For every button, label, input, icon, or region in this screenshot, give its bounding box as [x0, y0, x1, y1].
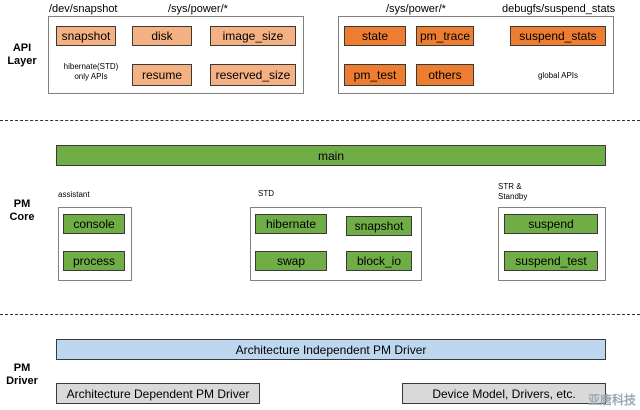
- api-state-box: state: [344, 26, 406, 46]
- device-model-drivers-box: Device Model, Drivers, etc.: [402, 383, 606, 404]
- api-resume-box: resume: [132, 64, 192, 86]
- api-reserved-size-box: reserved_size: [210, 64, 296, 86]
- pm-driver-label: PM Driver: [6, 362, 38, 387]
- core-suspend-box: suspend: [504, 214, 598, 234]
- arch-dependent-driver-box: Architecture Dependent PM Driver: [56, 383, 260, 404]
- arch-independent-driver-box: Architecture Independent PM Driver: [56, 339, 606, 360]
- core-console-box: console: [63, 214, 125, 234]
- api-image-size-box: image_size: [210, 26, 296, 46]
- core-process-box: process: [63, 251, 125, 271]
- hibernate-only-note: hibernate(STD) only APIs: [63, 62, 119, 81]
- dev-snapshot-header: /dev/snapshot: [49, 3, 118, 15]
- core-main-box: main: [56, 145, 606, 166]
- api-suspend-stats-box: suspend_stats: [510, 26, 606, 46]
- api-pm-trace-box: pm_trace: [416, 26, 474, 46]
- core-swap-box: swap: [255, 251, 327, 271]
- core-driver-divider: [0, 314, 640, 315]
- api-core-divider: [0, 120, 640, 121]
- debugfs-header: debugfs/suspend_stats: [502, 3, 616, 15]
- core-block-io-box: block_io: [346, 251, 412, 271]
- api-disk-box: disk: [132, 26, 192, 46]
- core-suspend-test-box: suspend_test: [504, 251, 598, 271]
- api-others-box: others: [416, 64, 474, 86]
- watermark-logo: 亚唐科技: [587, 393, 636, 407]
- std-header: STD: [258, 189, 274, 198]
- global-apis-note: global APIs: [537, 71, 579, 80]
- sys-power-header-left: /sys/power/*: [168, 3, 228, 15]
- api-pm-test-box: pm_test: [344, 64, 406, 86]
- api-snapshot-box: snapshot: [56, 26, 116, 46]
- pm-core-label: PM Core: [9, 198, 35, 223]
- sys-power-header-right: /sys/power/*: [386, 3, 446, 15]
- core-hibernate-box: hibernate: [255, 214, 327, 234]
- assistant-header: assistant: [58, 190, 90, 199]
- core-snapshot-box: snapshot: [346, 216, 412, 236]
- str-standby-header: STR & Standby: [498, 182, 528, 201]
- api-layer-label: API Layer: [7, 42, 37, 67]
